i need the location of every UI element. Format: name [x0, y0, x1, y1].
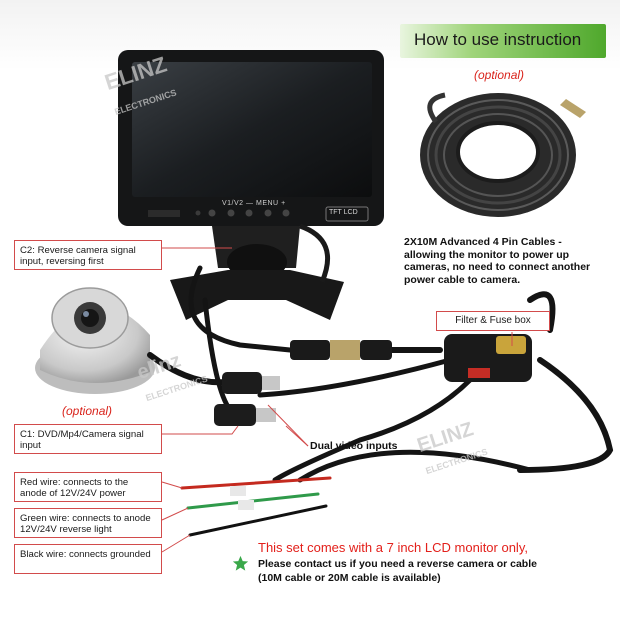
pointer-lines — [161, 247, 513, 553]
button-label-v1v2: V1/V2 — [222, 200, 244, 207]
contact-note-line2: (10M cable or 20M cable is available) — [258, 572, 441, 584]
label-red-wire: Red wire: connects to the anode of 12V/2… — [14, 472, 162, 502]
page-title: How to use instruction — [414, 30, 582, 49]
label-green-wire: Green wire: connects to anode 12V/24V re… — [14, 508, 162, 538]
label-black-wire: Black wire: connects grounded — [14, 544, 162, 574]
label-c2-reverse-camera: C2: Reverse camera signal input, reversi… — [14, 240, 162, 270]
title-banner — [400, 24, 606, 58]
optional-label-camera: (optional) — [62, 404, 113, 418]
cable-connectors — [214, 334, 532, 510]
filter-fuse-box-label: Filter & Fuse box — [436, 311, 550, 331]
dome-camera — [35, 287, 155, 394]
optional-label-cable: (optional) — [474, 68, 525, 82]
monitor-button-labels: V1/V2 — MENU + — [222, 200, 286, 207]
dual-video-inputs-label: Dual video inputs — [310, 440, 398, 452]
cable-routing — [147, 265, 614, 537]
cable-description: 2X10M Advanced 4 Pin Cables - allowing t… — [404, 236, 591, 286]
button-label-minus: — — [246, 200, 254, 207]
tft-lcd-badge: TFT LCD — [329, 209, 358, 216]
button-label-menu: MENU — [255, 200, 279, 207]
lcd-only-notice: This set comes with a 7 inch LCD monitor… — [258, 540, 528, 555]
monitor-buttons — [208, 209, 290, 217]
contact-note-line1: Please contact us if you need a reverse … — [258, 558, 537, 570]
coiled-cable — [420, 92, 586, 217]
star-icon — [232, 555, 249, 571]
label-c1-video-input: C1: DVD/Mp4/Camera signal input — [14, 424, 162, 454]
lcd-monitor — [118, 50, 384, 320]
button-label-plus: + — [281, 200, 286, 207]
